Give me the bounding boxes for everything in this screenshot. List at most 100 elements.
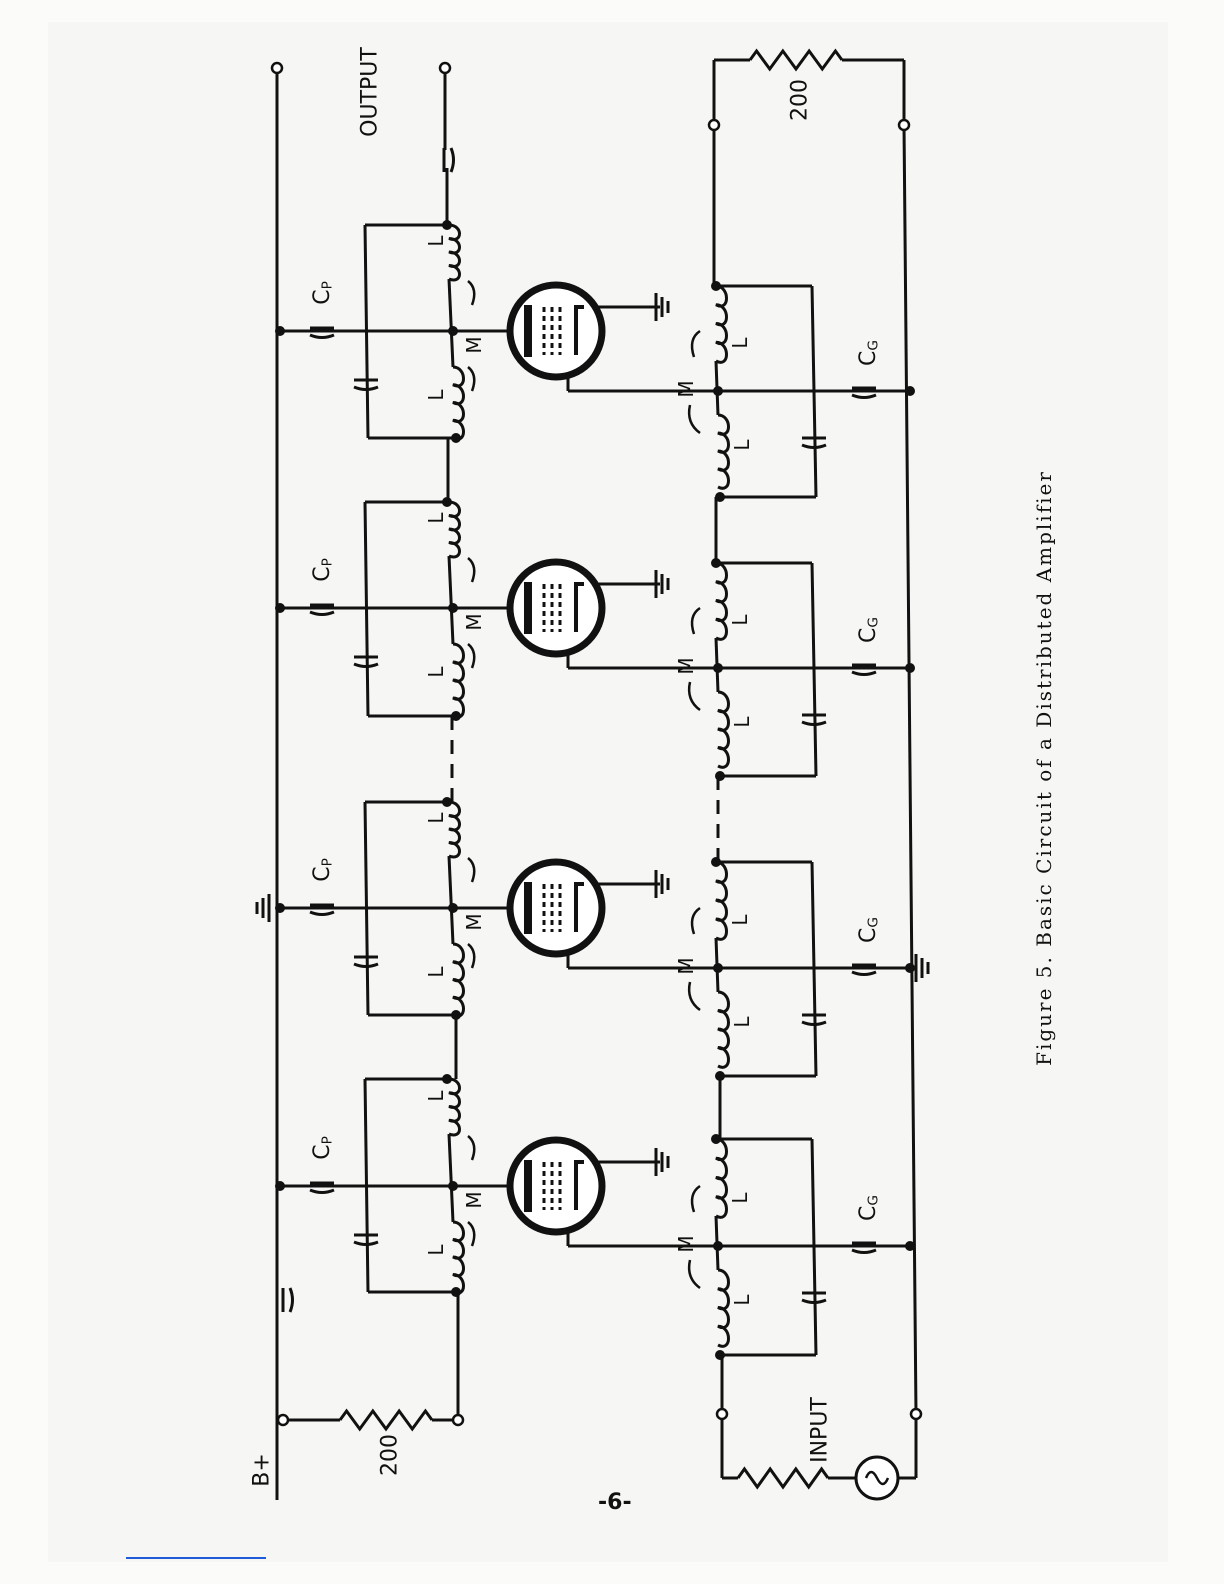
- tube-plate-1: [524, 1160, 532, 1212]
- plate-mutual-arrow-1b: [468, 1222, 474, 1246]
- grid-mutual-label-3: M: [674, 657, 698, 674]
- plate-center-node-3: [448, 603, 458, 613]
- grid-node-bottom-1: [715, 1350, 725, 1360]
- grid-inductor-4a: [716, 286, 727, 362]
- plate-tap-1: [449, 1134, 453, 1222]
- grid-mutual-arrow-3a: [692, 608, 700, 634]
- grid-center-node-4: [713, 386, 723, 396]
- grid-center-node-2: [713, 963, 723, 973]
- plate-inductor-label-2b: L: [424, 966, 448, 978]
- plate-inductor-2a: [449, 802, 460, 857]
- cp-label-3: CP: [310, 558, 336, 582]
- plate-inductor-label-3b: L: [424, 666, 448, 678]
- vacuum-tube-1: [510, 1140, 602, 1232]
- plate-capacitor-cp-3-plate-b: [310, 612, 334, 615]
- plate-inductor-label-4a: L: [424, 235, 448, 247]
- grid-node-bottom-3: [715, 771, 725, 781]
- plate-node-top-3: [442, 497, 452, 507]
- plate-node-bottom-2: [451, 1010, 461, 1020]
- plate-node-top-4: [442, 220, 452, 230]
- plate-mutual-label-2: M: [462, 913, 486, 930]
- plate-center-node-1: [448, 1181, 458, 1191]
- grid-inductor-1b: [718, 1270, 729, 1346]
- b-plus-terminal: [278, 1415, 288, 1425]
- b-plus-node-2: [275, 903, 285, 913]
- b-plus-label: B+: [250, 1453, 275, 1487]
- plate-inductor-1a: [449, 1079, 460, 1135]
- grid-capacitor-cg-1-plate-b: [852, 1250, 876, 1253]
- grid-inductor-label-3b: L: [730, 716, 754, 728]
- footer-rule: [126, 1557, 266, 1559]
- plate-tap-2: [449, 856, 453, 944]
- grid-inductor-label-2b: L: [730, 1016, 754, 1028]
- plate-node-bottom-1: [451, 1287, 461, 1297]
- cp-label-4: CP: [310, 281, 336, 305]
- grid-capacitor-cg-2-plate-b: [852, 972, 876, 975]
- plate-capacitor-cp-4-plate-b: [310, 335, 334, 338]
- plate-tap-3: [449, 556, 453, 644]
- cp-label-1: CP: [310, 1136, 336, 1160]
- cg-label-4: CG: [856, 340, 882, 366]
- grid-node-top-4: [711, 281, 721, 291]
- plate-termination-terminal: [453, 1415, 463, 1425]
- plate-mutual-label-4: M: [462, 336, 486, 353]
- plate-mutual-arrow-2b: [468, 944, 474, 968]
- grid-mutual-arrow-4b: [689, 405, 700, 433]
- grid-center-node-1: [713, 1241, 723, 1251]
- plate-inductor-label-1a: L: [424, 1090, 448, 1102]
- components: [257, 51, 928, 1499]
- plate-inductor-label-4b: L: [424, 389, 448, 401]
- grid-inductor-3a: [716, 563, 727, 639]
- grid-inductor-label-4b: L: [730, 439, 754, 451]
- grid-termination-resistor: [750, 51, 842, 69]
- plate-mutual-arrow-3: [468, 558, 474, 582]
- grid-inductor-2b: [718, 992, 729, 1067]
- b-plus-output-terminal: [272, 63, 282, 73]
- grid-ground-rail: [904, 125, 916, 1414]
- plate-inductor-label-1b: L: [424, 1244, 448, 1256]
- ground-rail-node-4: [905, 386, 915, 396]
- grid-mutual-arrow-1b: [689, 1260, 700, 1288]
- plate-center-node-2: [448, 903, 458, 913]
- grid-mutual-arrow-4a: [692, 331, 700, 357]
- plate-mutual-arrow-4: [468, 281, 474, 305]
- ground-rail-node-3: [905, 663, 915, 673]
- grid-termination-terminal-b: [899, 120, 909, 130]
- input-source-resistor: [738, 1469, 828, 1487]
- plate-node-top-1: [442, 1074, 452, 1084]
- plate-termination-resistor: [340, 1411, 432, 1429]
- plate-capacitor-cp-1-plate-b: [310, 1190, 334, 1193]
- plate-inductor-label-3a: L: [424, 512, 448, 524]
- input-terminal-b: [911, 1409, 921, 1419]
- grid-center-node-3: [713, 663, 723, 673]
- tube-plate-4: [524, 305, 532, 357]
- plate-inductor-4a: [449, 225, 460, 280]
- plate-node-bottom-3: [451, 711, 461, 721]
- plate-center-node-4: [448, 326, 458, 336]
- plate-termination-label: 200: [378, 1434, 403, 1476]
- grid-inductor-label-3a: L: [728, 614, 752, 626]
- figure-caption-text: Figure 5. Basic Circuit of a Distributed…: [1032, 470, 1056, 1066]
- plate-inductor-2b: [453, 944, 464, 1016]
- b-plus-node-3: [275, 603, 285, 613]
- grid-mutual-arrow-2b: [689, 982, 700, 1010]
- grid-capacitor-cg-4-plate-b: [852, 395, 876, 398]
- b-plus-bypass-capacitor-plate-b: [290, 1288, 293, 1312]
- plate-mutual-arrow-2: [468, 858, 474, 882]
- plate-node-top-2: [442, 797, 452, 807]
- b-plus-node-1: [275, 1181, 285, 1191]
- grid-inductor-2a: [716, 862, 727, 939]
- tube-plate-3: [524, 582, 532, 634]
- output-coupling-capacitor-plate-b: [451, 148, 454, 172]
- grid-inductor-label-2a: L: [728, 914, 752, 926]
- grid-mutual-label-2: M: [674, 957, 698, 974]
- grid-mutual-arrow-3b: [689, 682, 700, 710]
- grid-mutual-arrow-2a: [692, 908, 700, 934]
- grid-node-top-1: [711, 1134, 721, 1144]
- vacuum-tube-3: [510, 562, 602, 654]
- input-label: INPUT: [808, 1397, 833, 1463]
- cp-label-2: CP: [310, 858, 336, 882]
- plate-mutual-arrow-3b: [468, 644, 474, 668]
- grid-mutual-label-4: M: [674, 380, 698, 397]
